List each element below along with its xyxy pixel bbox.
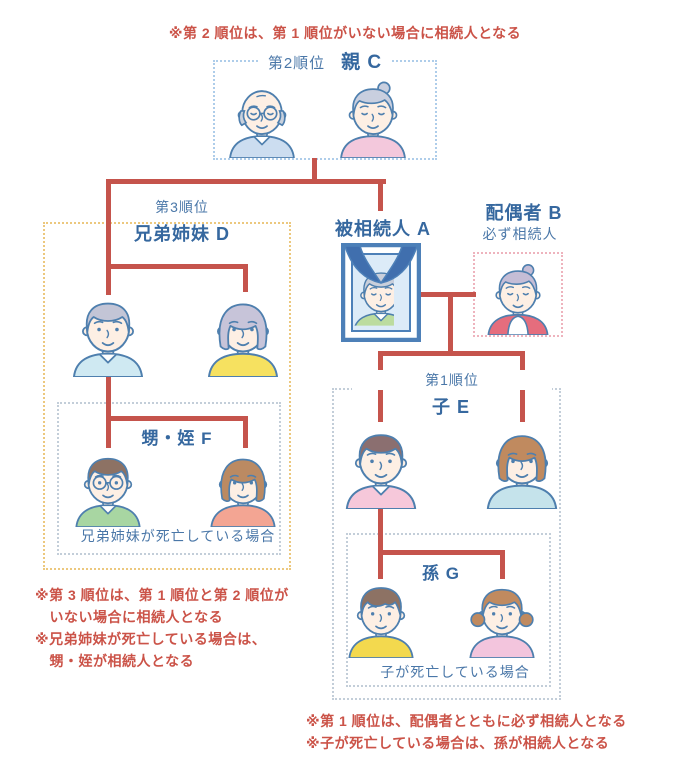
avatar-parent-mother xyxy=(331,77,415,158)
grandchildren-name: 孫 G xyxy=(422,564,460,583)
connector-line xyxy=(106,179,111,295)
connector-line xyxy=(106,264,248,269)
siblings-name: 兄弟姉妹 D xyxy=(134,224,230,244)
connector-line xyxy=(500,550,505,579)
connector-line xyxy=(106,416,248,421)
nephews-caption: 兄弟姉妹が死亡している場合 xyxy=(80,528,276,544)
children-rank: 第1順位 xyxy=(352,370,552,390)
connector-line xyxy=(106,375,111,448)
note-rank3: ※第 3 順位は、第 1 順位と第 2 順位が いない場合に相続人となる ※兄弟… xyxy=(35,587,289,669)
connector-line xyxy=(243,264,248,292)
parents-name: 親 C xyxy=(341,52,383,73)
grandchildren-caption: 子が死亡している場合 xyxy=(380,664,530,680)
avatar-sibling-brother xyxy=(63,291,153,377)
connector-line xyxy=(312,158,317,184)
note-rank2: ※第 2 順位は、第 1 順位がいない場合に相続人となる xyxy=(168,25,522,41)
avatar-grandson xyxy=(338,578,424,658)
avatar-son xyxy=(336,421,426,509)
parents-label: 第2順位親 C xyxy=(213,47,437,74)
connector-line xyxy=(378,351,525,356)
spouse-name: 配偶者 B xyxy=(485,203,563,223)
spouse-sub: 必ず相続人 xyxy=(482,226,558,242)
avatar-parent-father xyxy=(220,77,304,158)
children-name: 子 E xyxy=(431,397,470,417)
nephews-box xyxy=(57,402,281,555)
connector-line xyxy=(378,509,383,579)
connector-line-marriage xyxy=(419,292,476,297)
grandchildren-box xyxy=(346,533,551,687)
siblings-box xyxy=(43,222,291,570)
avatar-daughter xyxy=(477,421,567,509)
avatar-sibling-sister xyxy=(198,291,288,377)
deceased-name: 被相続人 A xyxy=(335,219,431,239)
siblings-rank: 第3順位 xyxy=(155,199,209,215)
connector-line xyxy=(378,179,383,211)
connector-line xyxy=(106,179,386,184)
avatar-granddaughter xyxy=(459,578,545,658)
connector-line xyxy=(243,416,248,448)
nephews-name: 甥・姪 F xyxy=(141,429,213,448)
connector-line xyxy=(448,292,453,356)
parents-rank: 第2順位 xyxy=(267,55,326,72)
connector-line xyxy=(378,550,505,555)
avatar-spouse xyxy=(479,259,557,335)
avatar-deceased-portrait xyxy=(341,243,421,342)
note-rank1: ※第 1 順位は、配偶者とともに必ず相続人となる ※子が死亡している場合は、孫が… xyxy=(306,713,627,751)
avatar-niece xyxy=(198,447,288,527)
avatar-nephew xyxy=(63,447,153,527)
